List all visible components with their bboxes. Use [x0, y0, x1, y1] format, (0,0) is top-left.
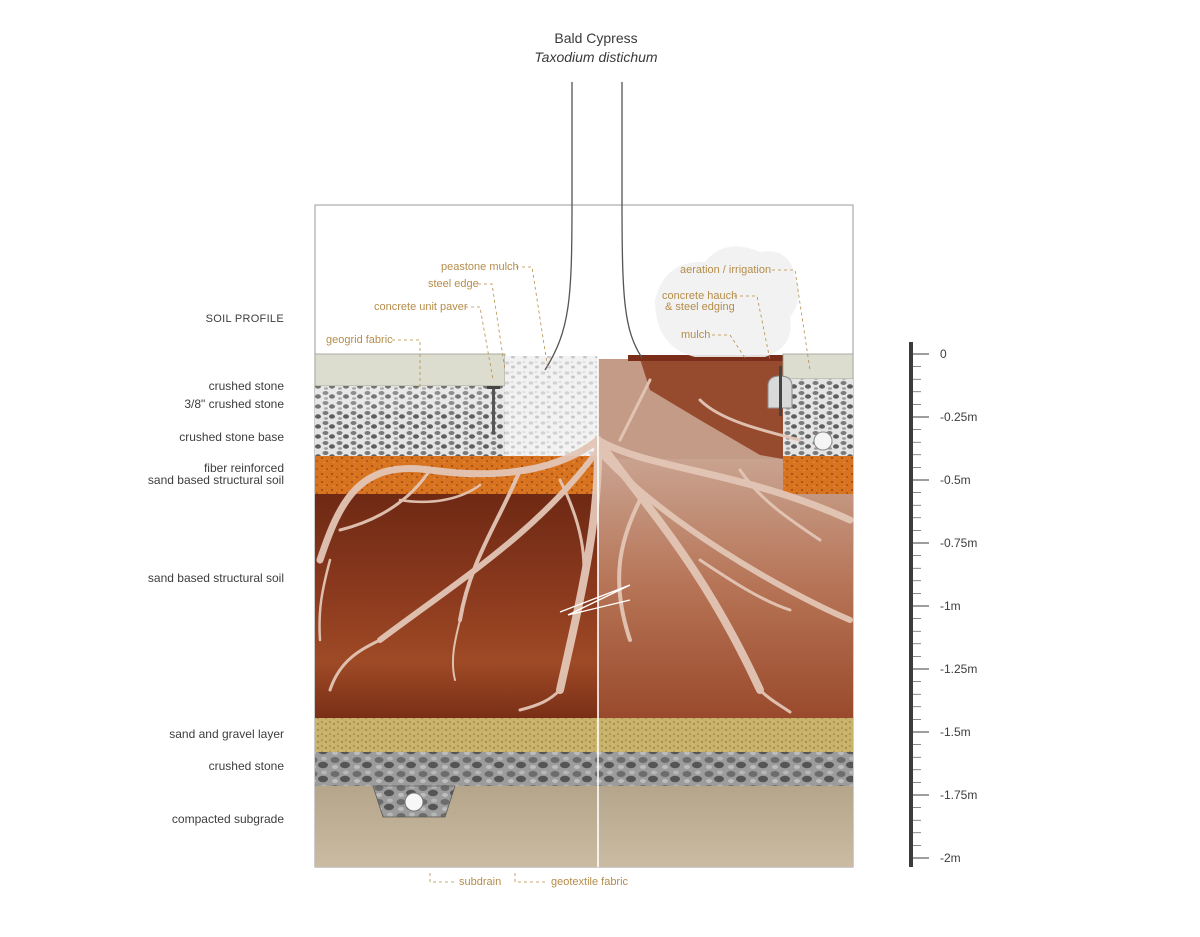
- structural-soil-right: [598, 459, 853, 718]
- tree-common-name: Bald Cypress: [554, 30, 638, 46]
- layer-label-sand-gravel: sand and gravel layer: [169, 727, 284, 741]
- layer-label-fine-crushed-stone: 3/8" crushed stone: [184, 397, 284, 411]
- layer-label-compacted-subgrade: compacted subgrade: [171, 812, 284, 826]
- trunk-left: [544, 82, 573, 371]
- callout-subdrain: subdrain: [459, 876, 502, 888]
- scale-label-1: -1m: [940, 599, 961, 613]
- callout-concrete-hauch: concrete hauch: [662, 290, 738, 302]
- depth-scale: [909, 342, 929, 867]
- callout-steel-edging: & steel edging: [665, 301, 735, 313]
- scale-label-0: 0: [940, 347, 947, 361]
- layer-label-sand-structural-soil: sand based structural soil: [147, 571, 284, 585]
- layer-label-crushed-stone-lower: crushed stone: [208, 759, 284, 773]
- callout-geogrid-fabric: geogrid fabric: [326, 334, 393, 346]
- callout-mulch: mulch: [681, 329, 711, 341]
- scale-label-15: -1.5m: [940, 725, 971, 739]
- peastone-mulch-fill: [505, 356, 598, 456]
- layer-label-fiber-reinforced: fiber reinforced: [203, 461, 284, 475]
- scale-label-2: -2m: [940, 851, 961, 865]
- soil-profile-heading: SOIL PROFILE: [205, 313, 284, 325]
- layer-label-crushed-stone-base: crushed stone base: [179, 430, 284, 444]
- callout-aeration-irrigation: aeration / irrigation: [680, 264, 772, 276]
- aeration-pipe: [813, 431, 833, 451]
- mulch-band: [628, 355, 783, 361]
- layer-label-sand-structural-soil-upper: sand based structural soil: [147, 473, 284, 487]
- callout-steel-edge: steel edge: [428, 278, 479, 290]
- scale-label-05: -0.5m: [940, 473, 971, 487]
- scale-label-025: -0.25m: [940, 410, 978, 424]
- scale-label-075: -0.75m: [940, 536, 978, 550]
- root-system: [316, 378, 854, 714]
- callout-geotextile-fabric: geotextile fabric: [551, 876, 629, 888]
- fine-crushed-stone: [315, 386, 505, 410]
- scale-label-175: -1.75m: [940, 788, 978, 802]
- structural-soil: [315, 494, 598, 718]
- concrete-unit-paver: [314, 353, 506, 387]
- break-symbol: [559, 584, 631, 616]
- layer-label-crushed-stone: crushed stone: [208, 379, 284, 393]
- crushed-stone-lower: [315, 752, 853, 786]
- crushed-stone-base: [315, 410, 505, 456]
- scale-label-125: -1.25m: [940, 662, 978, 676]
- sand-gravel-layer: [315, 718, 853, 752]
- steel-edge: [492, 386, 495, 434]
- callout-peastone-mulch: peastone mulch: [441, 261, 519, 273]
- callout-concrete-unit-paver: concrete unit paver: [374, 301, 468, 313]
- trunk-right: [621, 82, 643, 359]
- subdrain-pipe: [404, 792, 424, 812]
- tree-latin-name: Taxodium distichum: [534, 49, 658, 65]
